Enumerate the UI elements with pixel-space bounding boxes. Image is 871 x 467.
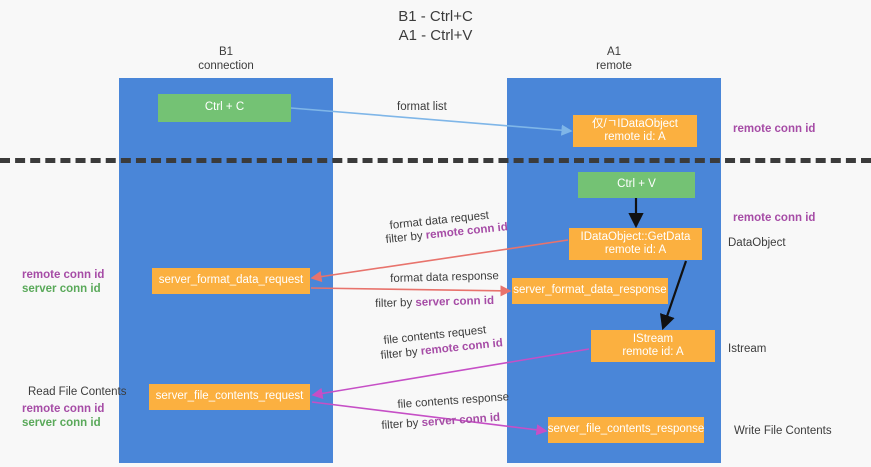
filter-prefix: filter by — [375, 296, 416, 310]
node-server-format-data-request-label: server_format_data_request — [158, 274, 304, 287]
annotation-left-remote-conn-id-bottom: remote conn id — [22, 403, 105, 415]
lane-heading-a1-subtitle: remote — [596, 59, 632, 72]
node-getdata-line1: IDataObject::GetData — [580, 230, 691, 243]
node-idataobject-line2: remote id: A — [604, 131, 666, 143]
annotation-right-remote-conn-id-mid: remote conn id — [733, 212, 816, 224]
node-istream-line1: IStream — [632, 332, 674, 345]
title-line-2: A1 - Ctrl+V — [398, 27, 473, 44]
filter-prefix: filter by — [381, 417, 423, 432]
node-ctrl-v-label: Ctrl + V — [617, 178, 656, 191]
annotation-write-file-contents: Write File Contents — [734, 425, 832, 437]
node-server-file-contents-request[interactable]: server_file_contents_request — [149, 384, 310, 410]
edge-label-format-data-response-filter: filter by server conn id — [375, 294, 494, 312]
node-server-file-contents-response-label: server_file_contents_response — [547, 423, 705, 436]
node-istream[interactable]: IStream remote id: A — [591, 330, 715, 362]
node-idataobject[interactable]: 仅/ㄱIDataObject remote id: A — [573, 115, 697, 147]
annotation-left-server-conn-id-bottom: server conn id — [22, 417, 101, 429]
node-ctrl-c[interactable]: Ctrl + C — [158, 94, 291, 122]
edge-label-format-list: format list — [397, 101, 447, 113]
node-server-file-contents-response[interactable]: server_file_contents_response — [548, 417, 704, 443]
edge-label-format-data-response: format data response — [390, 270, 499, 285]
node-istream-line2: remote id: A — [622, 346, 684, 358]
annotation-dataobject: DataObject — [728, 237, 786, 249]
node-server-format-data-request[interactable]: server_format_data_request — [152, 268, 310, 294]
annotation-read-file-contents: Read File Contents — [28, 386, 127, 398]
annotation-right-remote-conn-id-top: remote conn id — [733, 123, 816, 135]
node-idataobject-line1: 仅/ㄱIDataObject — [592, 117, 678, 130]
node-server-file-contents-request-label: server_file_contents_request — [155, 390, 304, 403]
title-line-1: B1 - Ctrl+C — [398, 8, 473, 25]
annotation-left-conn-ids-bottom: remote conn id server conn id — [22, 402, 104, 430]
node-server-format-data-response[interactable]: server_format_data_response — [512, 278, 668, 304]
annotation-left-conn-ids-mid: remote conn id server conn id — [22, 268, 104, 296]
lane-heading-a1-name: A1 — [606, 46, 622, 58]
filter-key-server-conn-id: server conn id — [415, 294, 495, 309]
lane-heading-b1-name: B1 — [218, 46, 234, 58]
section-divider — [0, 158, 871, 163]
node-server-format-data-response-label: server_format_data_response — [513, 284, 667, 297]
node-ctrl-v[interactable]: Ctrl + V — [578, 172, 695, 198]
annotation-left-server-conn-id-mid: server conn id — [22, 283, 101, 295]
node-getdata-line2: remote id: A — [604, 244, 667, 256]
lane-heading-a1: A1 remote — [507, 46, 721, 73]
node-idataobject-getdata[interactable]: IDataObject::GetData remote id: A — [569, 228, 702, 260]
filter-prefix: filter by — [380, 345, 422, 362]
node-ctrl-c-label: Ctrl + C — [204, 101, 245, 114]
lane-heading-b1-subtitle: connection — [198, 59, 254, 72]
lane-heading-b1: B1 connection — [119, 46, 333, 73]
annotation-istream: Istream — [728, 343, 767, 355]
page-title: B1 - Ctrl+C A1 - Ctrl+V — [0, 7, 871, 45]
filter-prefix: filter by — [385, 229, 427, 246]
annotation-left-remote-conn-id-mid: remote conn id — [22, 269, 105, 281]
